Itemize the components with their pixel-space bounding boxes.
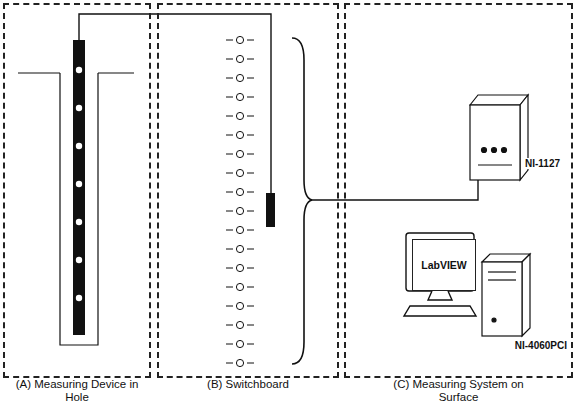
monitor-screen: LabVIEW	[412, 239, 476, 291]
terminal-lead	[247, 192, 254, 193]
terminal	[236, 264, 243, 271]
terminal-lead	[247, 135, 254, 136]
terminal-lead	[247, 325, 254, 326]
terminal	[236, 321, 243, 328]
terminal-lead	[226, 344, 233, 345]
terminal	[236, 150, 243, 157]
terminal-lead	[226, 306, 233, 307]
panel-caption-text: (B) Switchboard	[207, 378, 289, 391]
terminal-lead	[226, 192, 233, 193]
terminal-lead	[247, 249, 254, 250]
terminal-lead	[247, 154, 254, 155]
terminal	[236, 302, 243, 309]
screen-text: LabVIEW	[419, 259, 469, 271]
cable	[79, 14, 271, 195]
slot	[478, 164, 512, 165]
terminal-lead	[247, 287, 254, 288]
button	[482, 148, 487, 153]
terminal	[236, 245, 243, 252]
dashed-panel: (C) Measuring System on SurfaceLabVIEW	[344, 3, 573, 378]
terminal-lead	[226, 154, 233, 155]
sensor-dot	[76, 295, 82, 301]
terminal-lead	[247, 116, 254, 117]
terminal	[236, 112, 243, 119]
dashed-panel: (A) Measuring Device in Hole	[3, 3, 151, 378]
terminal-lead	[226, 78, 233, 79]
tower-side	[522, 254, 530, 336]
ground-line	[98, 72, 134, 73]
chassis-top	[470, 95, 528, 105]
drive-slot	[488, 271, 516, 272]
terminal	[236, 283, 243, 290]
terminal-lead	[226, 173, 233, 174]
terminal-lead	[226, 325, 233, 326]
terminal	[236, 169, 243, 176]
cable	[312, 180, 478, 200]
ground-line	[18, 72, 60, 73]
terminal	[236, 36, 243, 43]
terminal	[236, 55, 243, 62]
ni-4060pci-tower	[482, 262, 522, 336]
terminal	[236, 340, 243, 347]
terminal	[236, 207, 243, 214]
terminal	[236, 188, 243, 195]
terminal	[236, 226, 243, 233]
sensor-dots	[76, 67, 82, 301]
terminal	[236, 359, 243, 366]
drive-slot	[488, 279, 516, 280]
monitor-stand	[428, 291, 452, 300]
connector	[266, 193, 275, 227]
panel-caption: (C) Measuring System on Surface	[346, 378, 571, 403]
device-label: NI-1127	[524, 158, 561, 169]
panel-caption: (A) Measuring Device in Hole	[5, 378, 149, 403]
terminal-lead	[247, 211, 254, 212]
probe-rod	[73, 40, 85, 335]
terminal-lead	[247, 40, 254, 41]
dashed-panel: (B) Switchboard	[157, 3, 339, 378]
terminal-lead	[226, 268, 233, 269]
sensor-dot	[76, 67, 82, 73]
sensor-dot	[76, 181, 82, 187]
terminal-lead	[247, 306, 254, 307]
terminal-lead	[247, 344, 254, 345]
terminal-lead	[247, 78, 254, 79]
terminal-lead	[247, 173, 254, 174]
terminal-lead	[247, 363, 254, 364]
terminal-lead	[247, 59, 254, 60]
terminal-lead	[226, 135, 233, 136]
panel-caption-text: (A) Measuring Device in Hole	[11, 378, 143, 403]
terminal-lead	[247, 97, 254, 98]
terminal	[236, 74, 243, 81]
terminal-lead	[226, 211, 233, 212]
terminal-lead	[226, 97, 233, 98]
terminal-lead	[226, 230, 233, 231]
panel-caption: (B) Switchboard	[159, 378, 337, 391]
sensor-dot	[76, 219, 82, 225]
sensor-dot	[76, 257, 82, 263]
terminal-column	[226, 36, 254, 366]
brace	[292, 38, 312, 364]
button	[492, 318, 496, 322]
terminal-lead	[226, 116, 233, 117]
terminal-lead	[226, 59, 233, 60]
ni-1127-chassis	[470, 105, 520, 180]
terminal-lead	[226, 363, 233, 364]
device-label: NI-4060PCI	[514, 340, 568, 351]
sensor-dot	[76, 143, 82, 149]
keyboard	[404, 306, 476, 316]
terminal-lead	[247, 230, 254, 231]
terminal-lead	[226, 40, 233, 41]
button	[502, 148, 507, 153]
panel-caption-text: (C) Measuring System on Surface	[379, 378, 539, 403]
terminal-lead	[247, 268, 254, 269]
terminal	[236, 93, 243, 100]
terminal-lead	[226, 249, 233, 250]
sensor-dot	[76, 105, 82, 111]
button	[492, 148, 497, 153]
terminal	[236, 131, 243, 138]
terminal-lead	[226, 287, 233, 288]
